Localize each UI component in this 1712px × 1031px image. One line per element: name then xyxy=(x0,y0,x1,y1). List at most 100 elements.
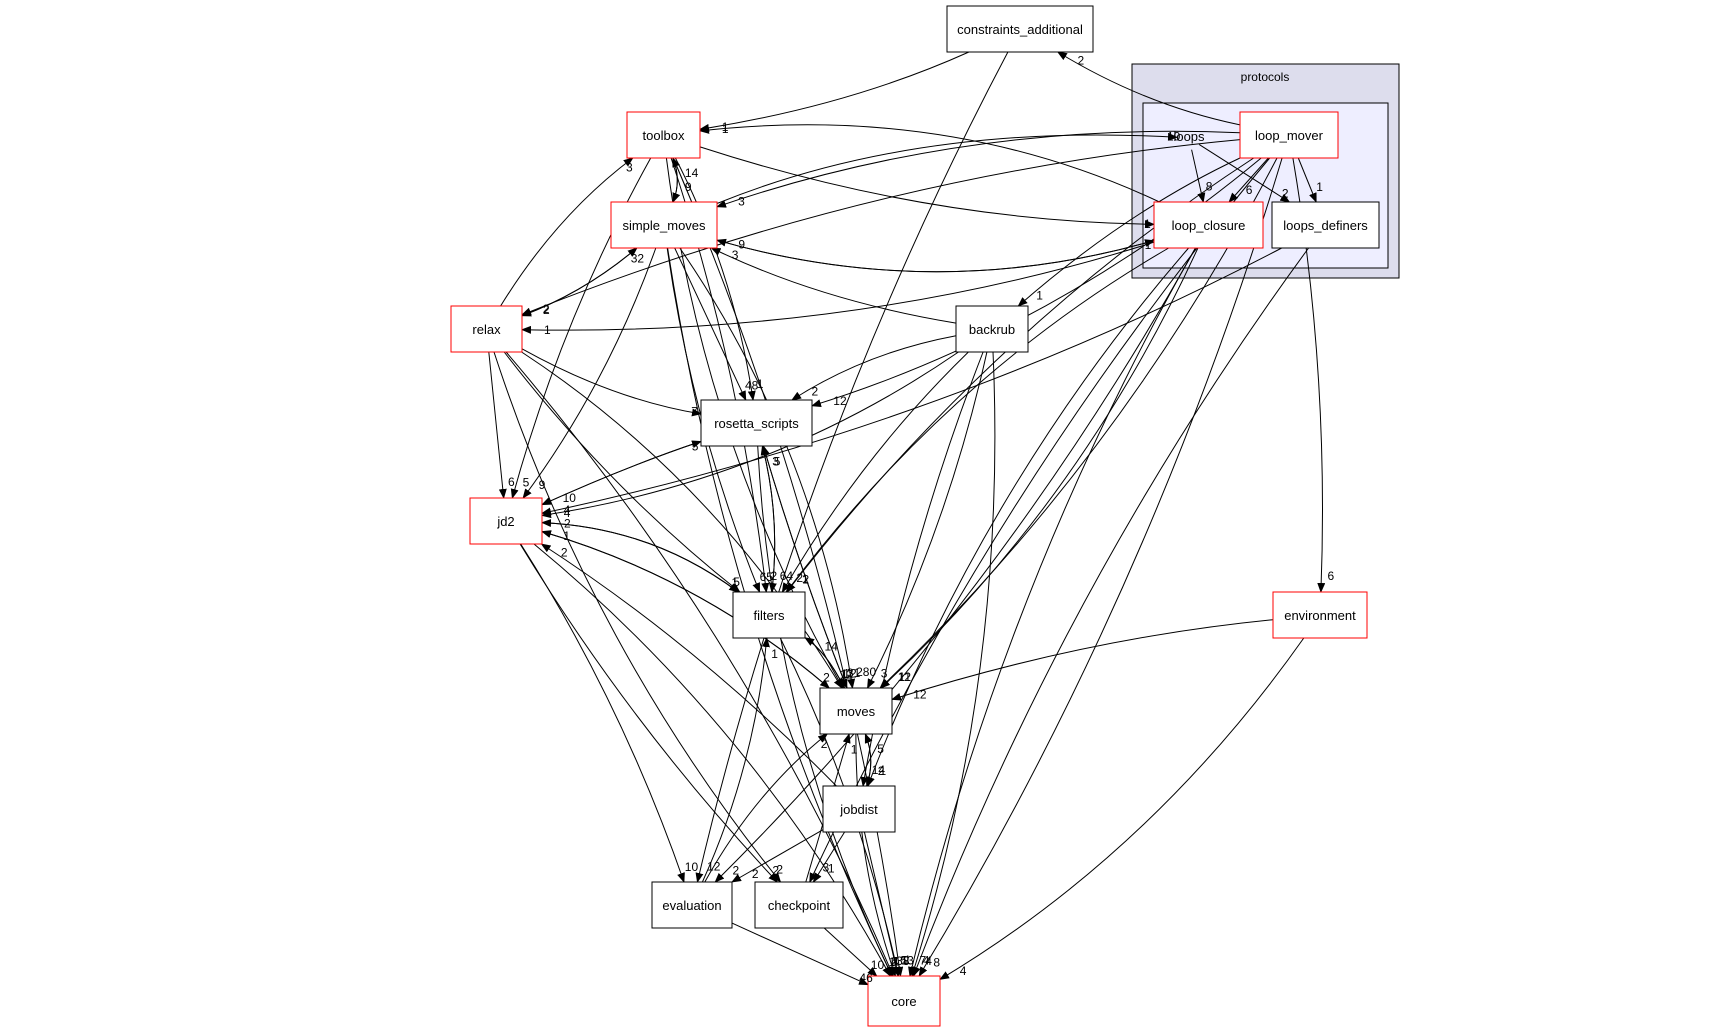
edge-jobdist-to-core[interactable] xyxy=(863,831,900,977)
node-moves[interactable]: moves xyxy=(819,687,893,735)
edge-simple_moves-to-loop_closure[interactable] xyxy=(716,239,1155,273)
edge-relax-to-filters[interactable] xyxy=(503,351,741,593)
node-loop_closure-box[interactable] xyxy=(1153,201,1264,249)
edge-jobdist-to-jd2[interactable] xyxy=(540,543,837,787)
edge-environment-to-core[interactable] xyxy=(939,637,1305,980)
node-rosetta_scripts-box[interactable] xyxy=(700,399,813,447)
edge-loop_closure-to-evaluation[interactable] xyxy=(714,247,1197,883)
edge-loops_definers-to-jd2[interactable] xyxy=(541,247,1282,516)
node-jd2[interactable]: jd2 xyxy=(469,497,543,545)
edge-loop_closure-to-jobdist[interactable] xyxy=(867,247,1189,787)
edge-backrub-to-jd2[interactable] xyxy=(541,351,959,519)
node-rosetta_scripts[interactable]: rosetta_scripts xyxy=(700,399,813,447)
node-core-box[interactable] xyxy=(867,975,941,1027)
node-checkpoint-box[interactable] xyxy=(754,881,844,929)
edge-loop_mover-to-core[interactable] xyxy=(918,157,1283,977)
node-relax-box[interactable] xyxy=(450,305,523,353)
node-filters-box[interactable] xyxy=(732,591,806,639)
edge-relax-to-simple_moves[interactable] xyxy=(521,247,638,317)
node-jobdist-box[interactable] xyxy=(822,785,896,833)
edge-simple_moves-to-toolbox[interactable] xyxy=(672,157,680,203)
edge-relax-to-toolbox[interactable] xyxy=(500,157,634,307)
node-simple_moves-box[interactable] xyxy=(610,201,718,249)
edge-loop_mover-to-constraints_additional[interactable] xyxy=(1056,51,1241,126)
node-evaluation[interactable]: evaluation xyxy=(651,881,733,929)
edge-simple_moves-to-loops[interactable] xyxy=(716,132,1178,204)
node-constraints_additional[interactable]: constraints_additional xyxy=(946,5,1094,53)
edge-loop_mover-to-simple_moves[interactable] xyxy=(716,130,1241,208)
edge-relax-to-jd2[interactable] xyxy=(488,351,507,499)
edge-evaluation-to-filters[interactable] xyxy=(701,637,770,883)
edge-jd2-to-core[interactable] xyxy=(533,543,891,977)
edge-jobdist-to-moves[interactable] xyxy=(864,733,873,787)
node-loops_definers-box[interactable] xyxy=(1271,201,1380,249)
edge-constraints_additional-to-toolbox[interactable] xyxy=(699,51,970,132)
edge-moves-to-core[interactable] xyxy=(855,733,897,977)
node-jd2-box[interactable] xyxy=(469,497,543,545)
edge-evaluation-to-core[interactable] xyxy=(731,922,869,986)
edge-loop_mover-to-relax[interactable] xyxy=(521,139,1241,316)
edge-backrub-to-filters[interactable] xyxy=(781,351,969,593)
node-loops_definers[interactable]: loops_definers xyxy=(1271,201,1380,249)
edge-filters-to-rosetta_scripts[interactable] xyxy=(760,445,776,593)
edge-moves-to-filters[interactable] xyxy=(804,637,845,689)
edge-jd2-to-evaluation[interactable] xyxy=(520,543,685,883)
edge-toolbox-to-loop_closure[interactable] xyxy=(699,146,1155,229)
edge-evaluation-to-moves[interactable] xyxy=(704,733,828,883)
edge-jobdist-to-evaluation[interactable] xyxy=(731,829,824,883)
node-jobdist[interactable]: jobdist xyxy=(822,785,896,833)
edge-relax-to-moves[interactable] xyxy=(521,351,843,689)
edge-toolbox-to-core[interactable] xyxy=(672,157,904,977)
edge-backrub-to-moves[interactable] xyxy=(867,351,988,689)
node-environment-box[interactable] xyxy=(1272,591,1368,639)
edge-constraints_additional-to-evaluation[interactable] xyxy=(695,51,1009,883)
edge-loop_closure-to-filters[interactable] xyxy=(785,247,1169,593)
edge-relax-to-core[interactable] xyxy=(505,351,894,977)
edge-backrub-to-core[interactable] xyxy=(910,351,996,977)
node-backrub-box[interactable] xyxy=(955,305,1029,353)
edge-filters-to-jd2[interactable] xyxy=(541,519,739,593)
node-environment[interactable]: environment xyxy=(1272,591,1368,639)
node-toolbox-box[interactable] xyxy=(626,111,701,159)
edge-moves-to-jd2[interactable] xyxy=(541,530,830,689)
edge-loop_closure-to-core[interactable] xyxy=(908,247,1196,977)
edge-loops_definers-to-core[interactable] xyxy=(912,247,1310,977)
edge-rosetta_scripts-to-core[interactable] xyxy=(757,445,893,977)
node-relax[interactable]: relax xyxy=(450,305,523,353)
edge-loop_closure-to-moves[interactable] xyxy=(880,247,1199,689)
node-evaluation-box[interactable] xyxy=(651,881,733,929)
edge-simple_moves-to-moves[interactable] xyxy=(679,247,856,689)
edge-loop_closure-to-relax[interactable] xyxy=(521,241,1155,334)
node-moves-box[interactable] xyxy=(819,687,893,735)
edge-loop_mover-to-loops_definers[interactable] xyxy=(1297,157,1317,203)
edge-jd2-to-checkpoint[interactable] xyxy=(519,543,779,883)
edge-moves-to-rosetta_scripts[interactable] xyxy=(762,445,848,689)
node-loop_closure[interactable]: loop_closure xyxy=(1153,201,1264,249)
edge-relax-to-rosetta_scripts[interactable] xyxy=(521,348,702,417)
edge-jobdist-to-checkpoint[interactable] xyxy=(812,831,846,883)
node-checkpoint[interactable]: checkpoint xyxy=(754,881,844,929)
edge-label-relax-to-simple_moves: 32 xyxy=(631,251,645,265)
edge-loop_mover-to-loop_closure[interactable] xyxy=(1228,157,1269,203)
edge-jd2-to-rosetta_scripts[interactable] xyxy=(541,440,702,506)
edge-backrub-to-simple_moves[interactable] xyxy=(710,247,957,324)
edge-backrub-to-rosetta_scripts[interactable] xyxy=(791,335,957,401)
node-constraints_additional-box[interactable] xyxy=(946,5,1094,53)
edge-simple_moves-to-rosetta_scripts[interactable] xyxy=(674,247,747,401)
node-backrub[interactable]: backrub xyxy=(955,305,1029,353)
edge-jd2-to-filters[interactable] xyxy=(541,522,740,593)
node-core[interactable]: core xyxy=(867,975,941,1027)
node-filters[interactable]: filters xyxy=(732,591,806,639)
edge-toolbox-to-rosetta_scripts[interactable] xyxy=(674,157,756,401)
edge-simple_moves-to-jd2[interactable] xyxy=(522,247,657,499)
edge-loop_mover-to-backrub[interactable] xyxy=(1017,157,1241,307)
edge-environment-to-moves[interactable] xyxy=(891,619,1274,701)
edge-simple_moves-to-relax[interactable] xyxy=(521,247,638,317)
node-loop_mover-box[interactable] xyxy=(1239,111,1339,159)
node-loop_mover[interactable]: loop_mover xyxy=(1239,111,1339,159)
node-toolbox[interactable]: toolbox xyxy=(626,111,701,159)
edge-loop_closure-to-toolbox[interactable] xyxy=(699,124,1160,203)
edge-checkpoint-to-core[interactable] xyxy=(823,927,878,977)
edge-toolbox-to-jd2[interactable] xyxy=(510,157,652,499)
node-simple_moves[interactable]: simple_moves xyxy=(610,201,718,249)
